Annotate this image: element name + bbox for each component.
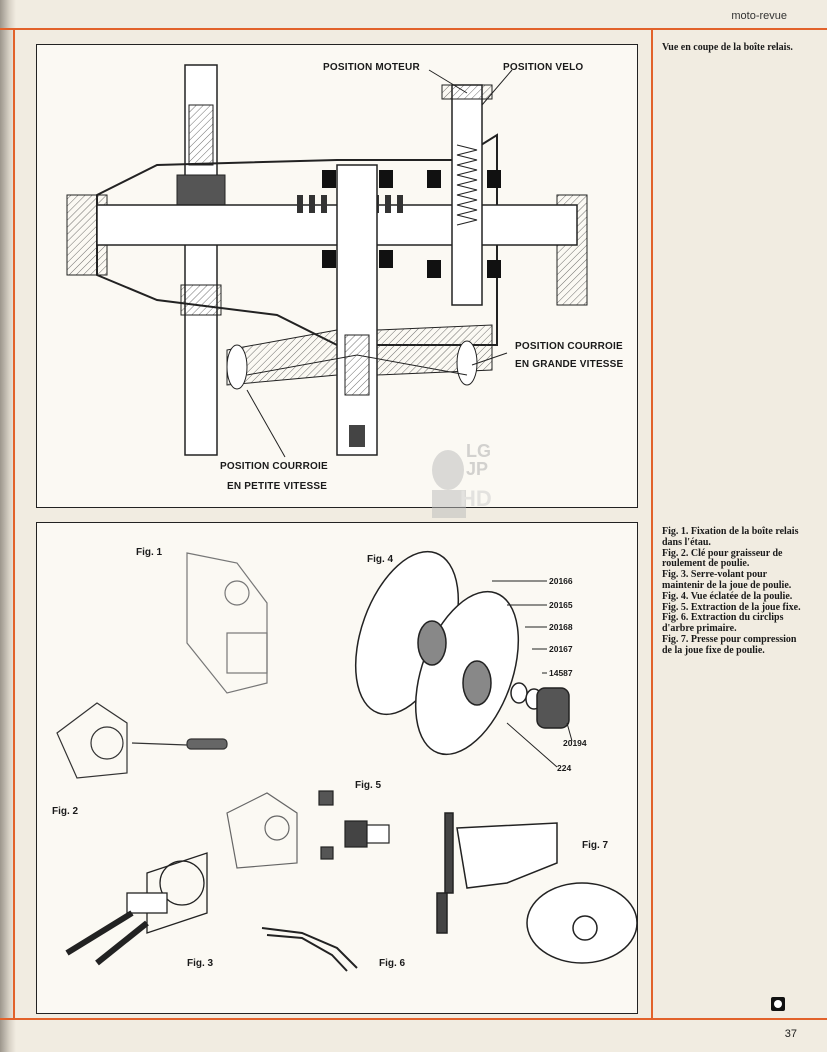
caption-fig-3: Fig. 3. Serre-volant pour maintenir de l… <box>662 569 792 591</box>
fig-7-label: Fig. 7 <box>582 840 609 851</box>
part-number: 20166 <box>549 576 573 586</box>
label-courroie-grande-1: POSITION COURROIE <box>515 341 623 352</box>
caption-fig-7: Fig. 7. Presse pour compression de la jo… <box>662 633 797 656</box>
figure-captions: Fig. 1. Fixation de la boîte relais dans… <box>662 526 802 657</box>
book-spine-shadow <box>0 0 16 1052</box>
caption-fig-1: Fig. 1. Fixation de la boîte relais dans… <box>662 526 799 548</box>
fig-4-label: Fig. 4 <box>367 554 394 565</box>
label-courroie-petite-1: POSITION COURROIE <box>220 461 328 472</box>
tools-drawing <box>56 550 638 972</box>
caption-fig-4: Fig. 4. Vue éclatée de la poulie. <box>662 590 793 602</box>
bottom-orange-rule <box>0 1018 827 1020</box>
fig-6-label: Fig. 6 <box>379 958 406 969</box>
caption-fig-2: Fig. 2. Clé pour graisseur de roulement … <box>662 547 783 570</box>
part-number: 224 <box>557 763 572 773</box>
fig-1-label: Fig. 1 <box>136 547 163 558</box>
part-number: 20167 <box>549 644 573 654</box>
part-number: 20194 <box>563 738 587 748</box>
cross-section-drawing <box>66 64 588 458</box>
cross-section-frame: POSITION MOTEUR POSITION VELO POSITION C… <box>36 44 638 508</box>
column-orange-rule <box>651 28 653 1020</box>
watermark: LG JP HD <box>426 440 510 520</box>
end-of-article-icon <box>771 997 785 1011</box>
label-position-moteur: POSITION MOTEUR <box>323 62 420 73</box>
caption-fig-6: Fig. 6. Extraction du circlips d'arbre p… <box>662 612 784 635</box>
fig-3-label: Fig. 3 <box>187 958 214 969</box>
part-number: 20168 <box>549 622 573 632</box>
watermark-line-2: JP <box>466 459 489 479</box>
label-position-velo: POSITION VELO <box>503 62 584 73</box>
page-number: 37 <box>784 1028 797 1040</box>
fig-2-label: Fig. 2 <box>52 806 79 817</box>
part-number: 20165 <box>549 600 573 610</box>
part-number: 14587 <box>549 668 573 678</box>
left-orange-rule <box>13 28 15 1020</box>
cross-section-caption: Vue en coupe de la boîte relais. <box>662 42 793 53</box>
fig-5-label: Fig. 5 <box>355 780 382 791</box>
watermark-line-3: HD <box>460 486 492 511</box>
magazine-name: moto-revue <box>731 10 787 22</box>
label-courroie-petite-2: EN PETITE VITESSE <box>227 481 328 492</box>
top-orange-rule <box>0 28 827 30</box>
caption-fig-5: Fig. 5. Extraction de la joue fixe. <box>662 601 801 613</box>
watermark-portrait-icon <box>432 450 466 518</box>
label-courroie-grande-2: EN GRANDE VITESSE <box>515 359 624 370</box>
watermark-line-1: LG <box>466 441 491 461</box>
tools-frame: Fig. 1 Fig. 2 Fig. 3 Fig. 4 Fig. 5 Fig. … <box>36 522 638 1014</box>
